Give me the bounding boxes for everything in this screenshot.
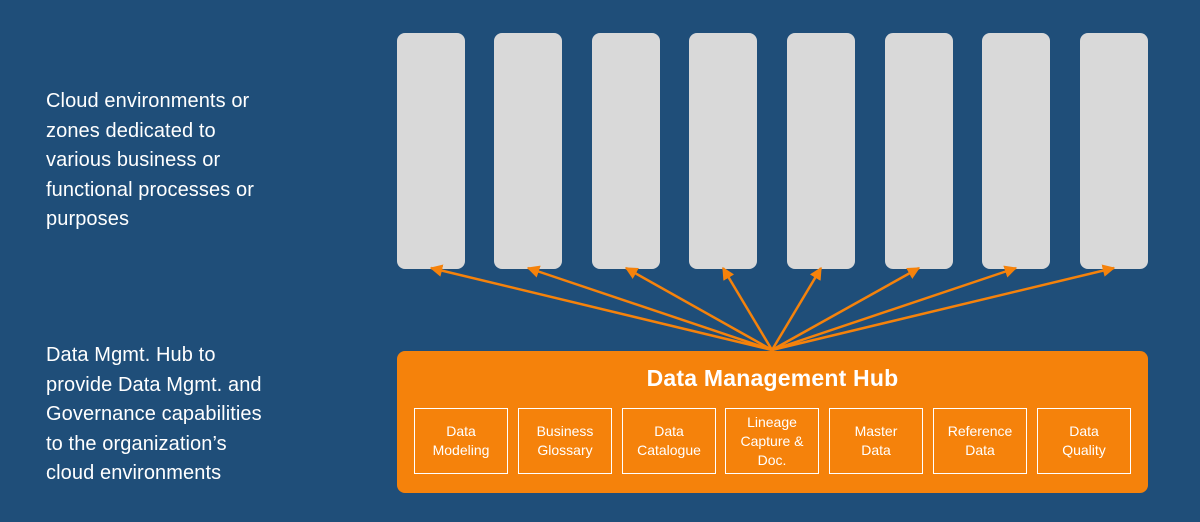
cloud-zone-5: [787, 33, 855, 269]
arrow-to-zone-5: [770, 266, 823, 351]
capability-data-modeling: Data Modeling: [414, 408, 508, 474]
hub-description: Data Mgmt. Hub to provide Data Mgmt. and…: [46, 344, 262, 485]
capability-reference-data: Reference Data: [933, 408, 1027, 474]
arrow-to-zone-2: [526, 265, 773, 352]
arrow-to-zone-4: [721, 266, 774, 351]
cloud-zone-1: [397, 33, 465, 269]
capability-data-quality: Data Quality: [1037, 408, 1131, 474]
arrow-to-zone-8: [771, 264, 1116, 352]
data-management-hub: Data Management Hub Data Modeling Busine…: [397, 351, 1148, 493]
hub-title: Data Management Hub: [646, 365, 899, 391]
cloud-zones-description: Cloud environments or zones dedicated to…: [46, 90, 254, 231]
arrow-to-zone-3: [624, 266, 773, 352]
arrow-to-zone-7: [771, 265, 1018, 352]
cloud-zone-2: [494, 33, 562, 269]
cloud-zone-6: [885, 33, 953, 269]
cloud-zone-7: [982, 33, 1050, 269]
capability-data-catalogue: Data Catalogue: [622, 408, 716, 474]
arrow-to-zone-6: [771, 266, 921, 352]
cloud-zone-4: [689, 33, 757, 269]
cloud-zone-3: [592, 33, 660, 269]
capability-master-data: Master Data: [829, 408, 923, 474]
cloud-zone-8: [1080, 33, 1148, 269]
capability-lineage-capture: Lineage Capture & Doc.: [725, 408, 819, 474]
arrow-to-zone-1: [429, 264, 773, 352]
capability-business-glossary: Business Glossary: [518, 408, 612, 474]
